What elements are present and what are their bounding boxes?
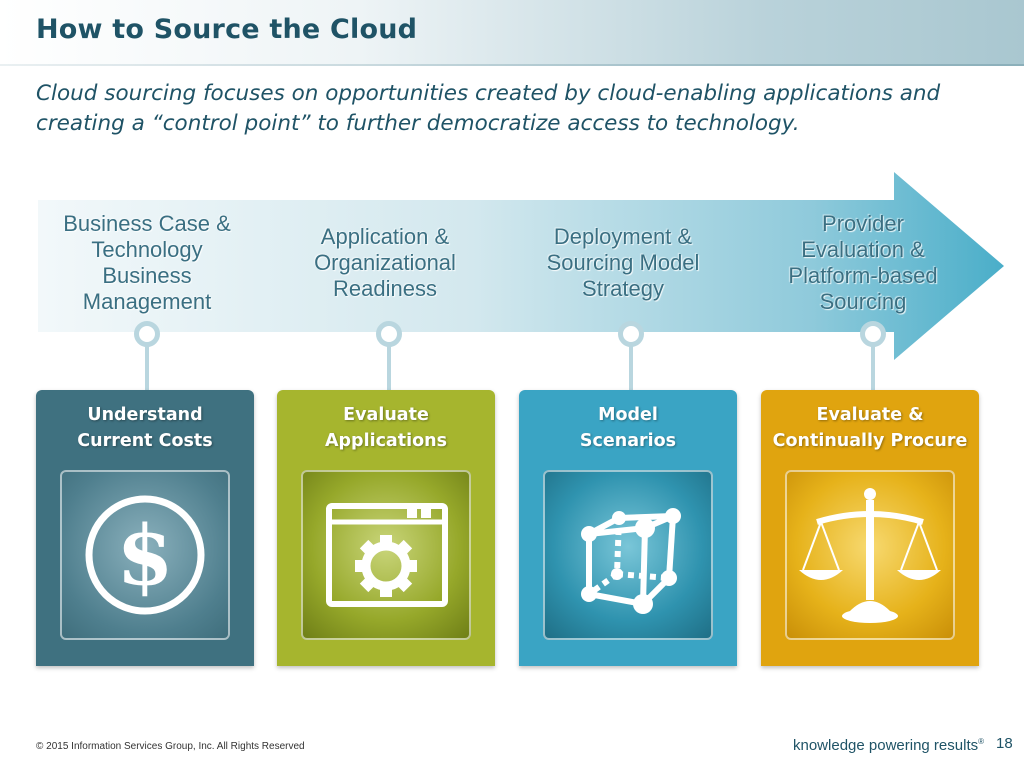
svg-text:$: $: [116, 508, 173, 604]
icon-tile: $: [60, 470, 230, 640]
page-number: 18: [996, 735, 1013, 752]
stage-label-deployment-strategy: Deployment & Sourcing Model Strategy: [546, 224, 700, 301]
connector-dot: [376, 321, 402, 347]
card-heading: Model Scenarios: [579, 405, 677, 451]
connector-dot: [860, 321, 886, 347]
connector-line: [387, 344, 391, 390]
card-heading: Understand Current Costs: [77, 405, 213, 451]
icon-tile: [785, 470, 955, 640]
tagline: knowledge powering results®: [793, 737, 984, 754]
step-card-understand-costs: Understand Current Costs $: [36, 390, 254, 666]
icon-tile: [301, 470, 471, 640]
icon-tile: [543, 470, 713, 640]
copyright-notice: © 2015 Information Services Group, Inc. …: [36, 741, 305, 752]
step-card-evaluate-procure: Evaluate & Continually Procure: [761, 390, 979, 666]
process-arrow: [38, 172, 1004, 360]
cube-model-icon: [581, 508, 681, 614]
stage-label-provider-evaluation: Provider Evaluation & Platform-based Sou…: [788, 211, 938, 314]
application-gear-icon: [326, 503, 448, 607]
stage-label-business-case: Business Case & Technology Business Mana…: [63, 211, 231, 314]
connector-line: [145, 344, 149, 390]
dollar-icon: $: [85, 495, 205, 615]
scales-icon: [799, 488, 941, 623]
tagline-text: knowledge powering results: [793, 737, 979, 754]
stage-label-application-readiness: Application & Organizational Readiness: [314, 224, 456, 301]
card-heading: Evaluate & Continually Procure: [772, 405, 968, 451]
registered-mark: ®: [978, 737, 985, 746]
connector-line: [629, 344, 633, 390]
card-heading: Evaluate Applications: [324, 405, 448, 451]
title-bar: [0, 0, 1024, 66]
step-card-model-scenarios: Model Scenarios: [519, 390, 737, 666]
step-card-evaluate-applications: Evaluate Applications: [277, 390, 495, 666]
connector-dot: [134, 321, 160, 347]
subtitle: Cloud sourcing focuses on opportunities …: [36, 81, 941, 136]
page-title: How to Source the Cloud: [36, 14, 418, 45]
connector-line: [871, 344, 875, 390]
connector-dot: [618, 321, 644, 347]
